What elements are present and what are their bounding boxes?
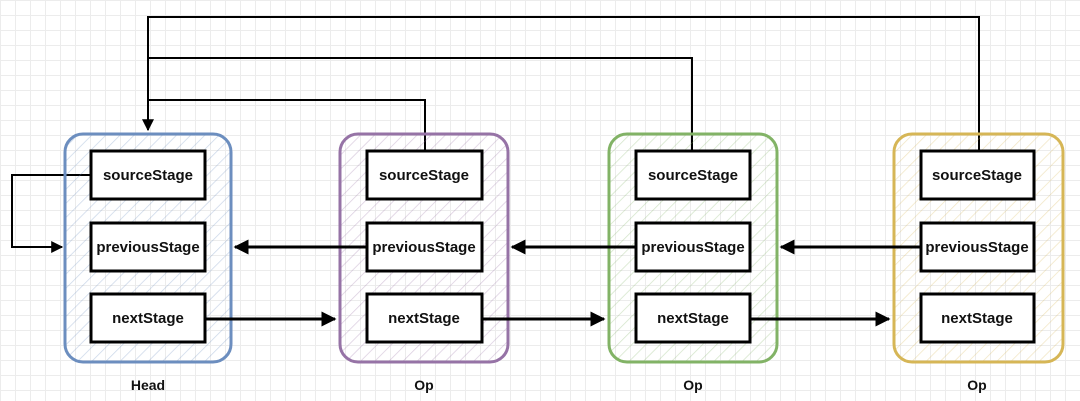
stage-op-1-label: Op <box>414 377 433 393</box>
head-source-stage-label: sourceStage <box>103 167 193 184</box>
op-3-next-stage-label: nextStage <box>941 310 1013 327</box>
source-link-op3 <box>142 16 980 151</box>
op-2-source-stage: sourceStage <box>634 149 752 201</box>
op-1-next-stage-label: nextStage <box>388 310 460 327</box>
op-2-next-stage-label: nextStage <box>657 310 729 327</box>
head-next-stage: nextStage <box>89 292 207 344</box>
op-1-source-stage: sourceStage <box>365 149 484 201</box>
op-3-next-stage: nextStage <box>919 292 1036 344</box>
op-3-source-stage-label: sourceStage <box>932 167 1022 184</box>
op-2-previous-stage-label: previousStage <box>641 239 744 256</box>
op-3-previous-stage-label: previousStage <box>925 239 1028 256</box>
op-3-source-stage: sourceStage <box>919 149 1036 201</box>
op-1-source-stage-label: sourceStage <box>379 167 469 184</box>
head-previous-stage: previousStage <box>89 221 207 273</box>
op-1-previous-stage: previousStage <box>365 221 484 273</box>
stage-op-2-label: Op <box>683 377 702 393</box>
source-link-op2 <box>148 57 693 151</box>
stage-op-1: sourceStage previousStage nextStage Op <box>338 132 510 393</box>
head-source-stage: sourceStage <box>89 149 207 201</box>
head-next-stage-label: nextStage <box>112 310 184 327</box>
stage-head: sourceStage previousStage nextStage Head <box>63 132 233 393</box>
op-3-previous-stage: previousStage <box>919 221 1036 273</box>
head-previous-stage-label: previousStage <box>96 239 199 256</box>
op-2-next-stage: nextStage <box>634 292 752 344</box>
stage-head-label: Head <box>131 377 165 393</box>
stage-op-3-label: Op <box>967 377 986 393</box>
stage-op-3: sourceStage previousStage nextStage Op <box>892 132 1065 393</box>
op-1-next-stage: nextStage <box>365 292 484 344</box>
op-1-previous-stage-label: previousStage <box>372 239 475 256</box>
op-2-previous-stage: previousStage <box>634 221 752 273</box>
op-2-source-stage-label: sourceStage <box>648 167 738 184</box>
stage-op-2: sourceStage previousStage nextStage Op <box>607 132 779 393</box>
source-link-head-self <box>11 174 91 253</box>
